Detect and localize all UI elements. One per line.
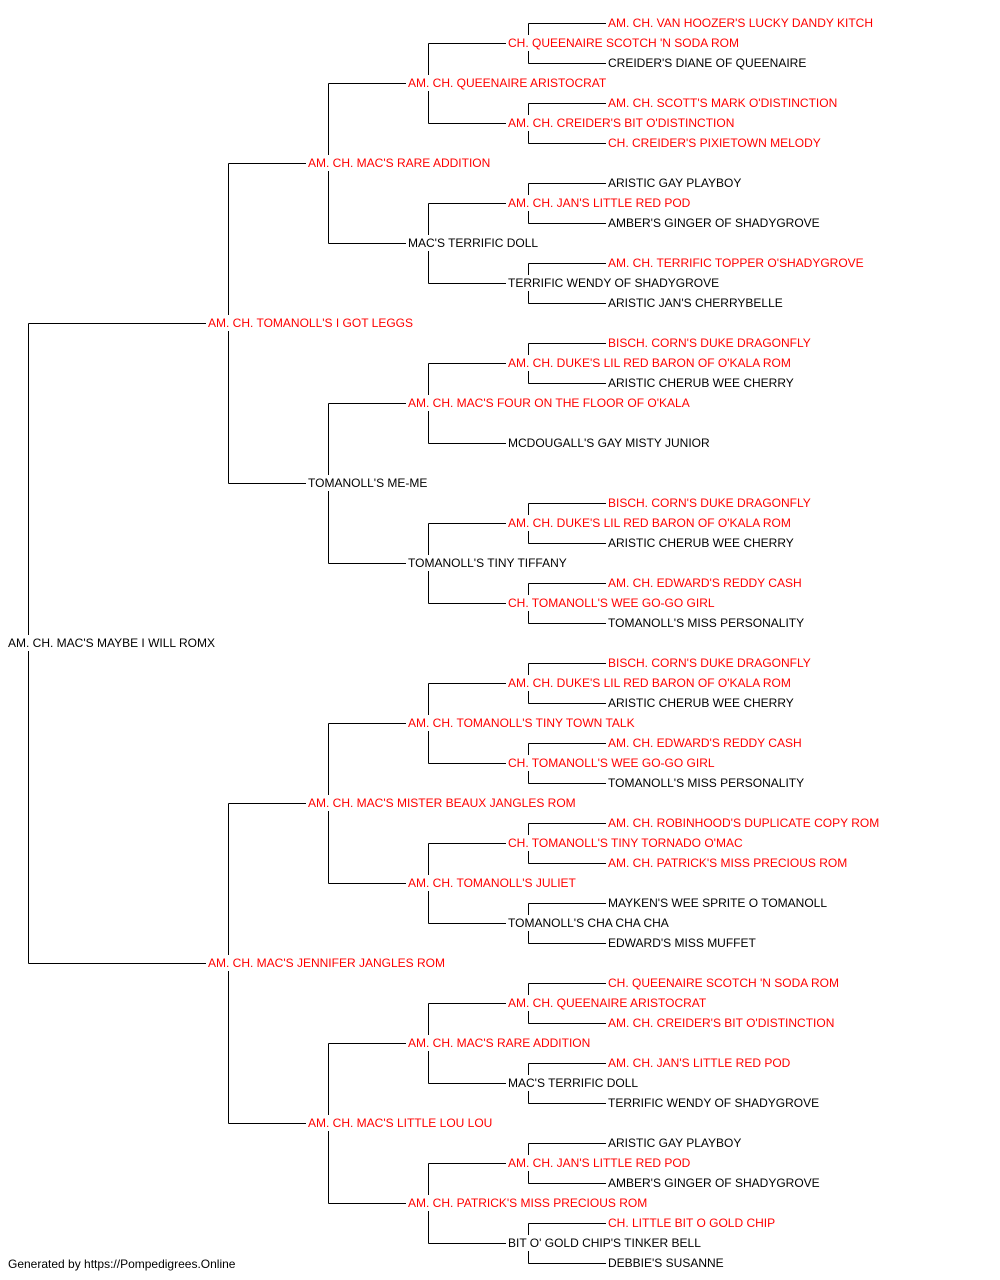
- pedigree-name-gen5: CH. LITTLE BIT O GOLD CHIP: [608, 1216, 776, 1230]
- pedigree-name-gen4: AM. CH. JAN'S LITTLE RED POD: [508, 196, 691, 210]
- pedigree-name-gen5: AM. CH. VAN HOOZER'S LUCKY DANDY KITCH: [608, 16, 874, 30]
- pedigree-name-gen4: MCDOUGALL'S GAY MISTY JUNIOR: [508, 436, 710, 450]
- pedigree-name-gen4: AM. CH. DUKE'S LIL RED BARON OF O'KALA R…: [508, 676, 791, 690]
- pedigree-name-gen3: AM. CH. QUEENAIRE ARISTOCRAT: [408, 76, 607, 90]
- footer-credit: Generated by https://Pompedigrees.Online: [8, 1257, 236, 1271]
- pedigree-name-gen4: AM. CH. DUKE'S LIL RED BARON OF O'KALA R…: [508, 516, 791, 530]
- pedigree-name-gen5: DEBBIE'S SUSANNE: [608, 1256, 724, 1270]
- pedigree-name-gen5: AM. CH. TERRIFIC TOPPER O'SHADYGROVE: [608, 256, 864, 270]
- pedigree-name-gen5: AM. CH. JAN'S LITTLE RED POD: [608, 1056, 791, 1070]
- pedigree-name-gen5: ARISTIC JAN'S CHERRYBELLE: [608, 296, 783, 310]
- pedigree-name-gen4: AM. CH. QUEENAIRE ARISTOCRAT: [508, 996, 707, 1010]
- pedigree-name-gen5: TERRIFIC WENDY OF SHADYGROVE: [608, 1096, 820, 1110]
- pedigree-name-gen5: ARISTIC CHERUB WEE CHERRY: [608, 536, 794, 550]
- pedigree-name-gen5: AM. CH. ROBINHOOD'S DUPLICATE COPY ROM: [608, 816, 880, 830]
- pedigree-name-gen5: BISCH. CORN'S DUKE DRAGONFLY: [608, 336, 811, 350]
- pedigree-name-gen4: TOMANOLL'S CHA CHA CHA: [508, 916, 669, 930]
- pedigree-name-gen5: AM. CH. PATRICK'S MISS PRECIOUS ROM: [608, 856, 848, 870]
- pedigree-name-gen5: BISCH. CORN'S DUKE DRAGONFLY: [608, 496, 811, 510]
- pedigree-name-gen2: AM. CH. MAC'S LITTLE LOU LOU: [308, 1116, 493, 1130]
- pedigree-name-gen5: AM. CH. EDWARD'S REDDY CASH: [608, 736, 802, 750]
- pedigree-name-gen5: CH. QUEENAIRE SCOTCH 'N SODA ROM: [608, 976, 839, 990]
- pedigree-name-gen4: BIT O' GOLD CHIP'S TINKER BELL: [508, 1236, 701, 1250]
- pedigree-name-gen5: MAYKEN'S WEE SPRITE O TOMANOLL: [608, 896, 828, 910]
- pedigree-name-gen5: TOMANOLL'S MISS PERSONALITY: [608, 776, 805, 790]
- pedigree-name-gen4: TERRIFIC WENDY OF SHADYGROVE: [508, 276, 720, 290]
- pedigree-name-gen5: AMBER'S GINGER OF SHADYGROVE: [608, 216, 820, 230]
- pedigree-name-gen5: AM. CH. EDWARD'S REDDY CASH: [608, 576, 802, 590]
- pedigree-name-gen5: ARISTIC CHERUB WEE CHERRY: [608, 696, 794, 710]
- pedigree-name-gen5: CH. CREIDER'S PIXIETOWN MELODY: [608, 136, 821, 150]
- pedigree-name-gen2: AM. CH. MAC'S MISTER BEAUX JANGLES ROM: [308, 796, 576, 810]
- pedigree-name-gen5: AM. CH. CREIDER'S BIT O'DISTINCTION: [608, 1016, 835, 1030]
- pedigree-name-gen3: AM. CH. TOMANOLL'S TINY TOWN TALK: [408, 716, 635, 730]
- pedigree-name-gen5: TOMANOLL'S MISS PERSONALITY: [608, 616, 805, 630]
- pedigree-name-gen5: ARISTIC GAY PLAYBOY: [608, 1136, 742, 1150]
- pedigree-name-gen3: TOMANOLL'S TINY TIFFANY: [408, 556, 567, 570]
- pedigree-name-gen5: CREIDER'S DIANE OF QUEENAIRE: [608, 56, 807, 70]
- pedigree-name-gen5: AMBER'S GINGER OF SHADYGROVE: [608, 1176, 820, 1190]
- pedigree-name-gen4: CH. TOMANOLL'S WEE GO-GO GIRL: [508, 756, 715, 770]
- pedigree-name-gen4: CH. TOMANOLL'S WEE GO-GO GIRL: [508, 596, 715, 610]
- pedigree-name-gen5: AM. CH. SCOTT'S MARK O'DISTINCTION: [608, 96, 838, 110]
- pedigree-name-gen2: TOMANOLL'S ME-ME: [308, 476, 428, 490]
- pedigree-name-gen5: BISCH. CORN'S DUKE DRAGONFLY: [608, 656, 811, 670]
- pedigree-name-gen4: CH. TOMANOLL'S TINY TORNADO O'MAC: [508, 836, 743, 850]
- pedigree-name-gen1: AM. CH. TOMANOLL'S I GOT LEGGS: [208, 316, 414, 330]
- pedigree-name-gen4: AM. CH. DUKE'S LIL RED BARON OF O'KALA R…: [508, 356, 791, 370]
- pedigree-name-gen1: AM. CH. MAC'S JENNIFER JANGLES ROM: [208, 956, 445, 970]
- pedigree-name-gen4: AM. CH. JAN'S LITTLE RED POD: [508, 1156, 691, 1170]
- pedigree-name-gen3: AM. CH. TOMANOLL'S JULIET: [408, 876, 576, 890]
- pedigree-name-gen4: CH. QUEENAIRE SCOTCH 'N SODA ROM: [508, 36, 739, 50]
- pedigree-name-gen4: MAC'S TERRIFIC DOLL: [508, 1076, 639, 1090]
- pedigree-name-gen3: MAC'S TERRIFIC DOLL: [408, 236, 539, 250]
- pedigree-name-gen3: AM. CH. MAC'S FOUR ON THE FLOOR OF O'KAL…: [408, 396, 690, 410]
- pedigree-name-gen3: AM. CH. MAC'S RARE ADDITION: [408, 1036, 591, 1050]
- pedigree-name-gen3: AM. CH. PATRICK'S MISS PRECIOUS ROM: [408, 1196, 648, 1210]
- pedigree-name-gen5: ARISTIC CHERUB WEE CHERRY: [608, 376, 794, 390]
- pedigree-name-gen0: AM. CH. MAC'S MAYBE I WILL ROMX: [8, 636, 215, 650]
- pedigree-name-gen5: ARISTIC GAY PLAYBOY: [608, 176, 742, 190]
- pedigree-name-gen2: AM. CH. MAC'S RARE ADDITION: [308, 156, 491, 170]
- pedigree-name-gen5: EDWARD'S MISS MUFFET: [608, 936, 756, 950]
- pedigree-name-gen4: AM. CH. CREIDER'S BIT O'DISTINCTION: [508, 116, 735, 130]
